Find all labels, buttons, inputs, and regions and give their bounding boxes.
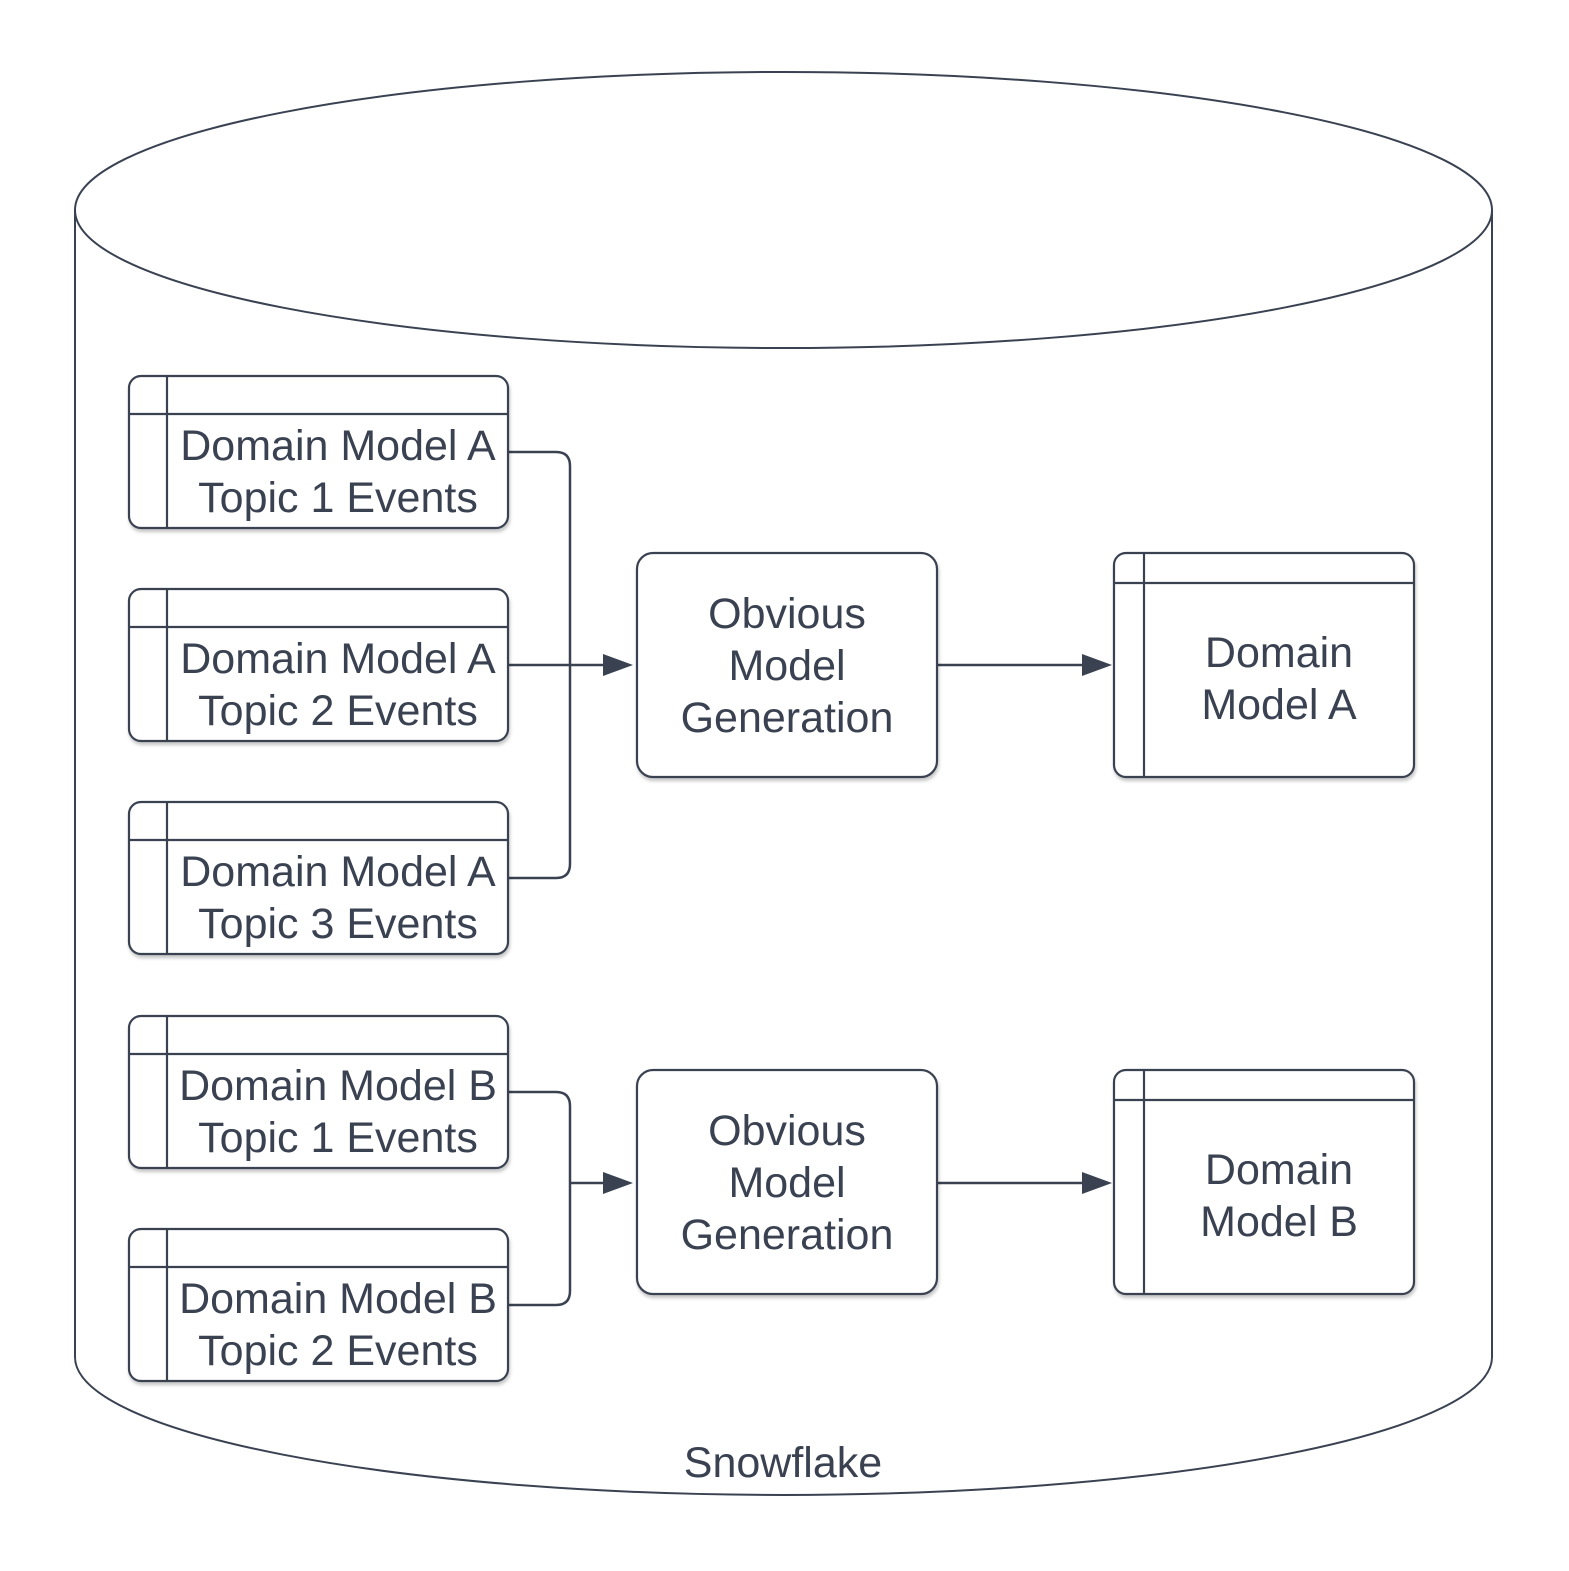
arrowhead-into-model-a <box>1082 654 1112 676</box>
process-box-b: Obvious Model Generation <box>635 1068 939 1296</box>
topic-table-a1-label-line1: Domain Model A <box>180 422 496 470</box>
process-box-b-label-line3: Generation <box>681 1211 894 1259</box>
output-table-model-b-label-line2: Model B <box>1200 1198 1358 1246</box>
topic-table-a3-label-line2: Topic 3 Events <box>198 900 478 948</box>
process-box-a-label-line1: Obvious <box>708 590 866 638</box>
topic-table-a2-label-line2: Topic 2 Events <box>198 687 478 735</box>
topic-table-b1-label-line2: Topic 1 Events <box>198 1114 478 1162</box>
topic-table-a1: Domain Model A Topic 1 Events <box>127 374 510 530</box>
topic-table-b2-label-line1: Domain Model B <box>179 1275 497 1323</box>
topic-table-a3-label-line1: Domain Model A <box>180 848 496 896</box>
connector-b-topic2 <box>508 1183 572 1307</box>
process-box-a-rect <box>635 551 939 779</box>
process-box-a: Obvious Model Generation <box>635 551 939 779</box>
connectors-group-b <box>508 1090 1112 1307</box>
output-table-model-a: Domain Model A <box>1112 551 1416 779</box>
output-table-model-a-label-line1: Domain <box>1205 629 1353 677</box>
connectors-group-a <box>508 450 1112 880</box>
connector-a-topic1 <box>508 450 572 665</box>
process-box-b-rect <box>635 1068 939 1296</box>
output-table-model-b-box <box>1112 1068 1416 1296</box>
topic-table-b2-label-line2: Topic 2 Events <box>198 1327 478 1375</box>
arrowhead-into-process-a <box>603 654 633 676</box>
output-table-model-b: Domain Model B <box>1112 1068 1416 1296</box>
topic-table-b1: Domain Model B Topic 1 Events <box>127 1014 510 1170</box>
process-box-a-label-line2: Model <box>728 642 845 690</box>
connector-a-topic3 <box>508 665 572 880</box>
process-box-b-label-line1: Obvious <box>708 1107 866 1155</box>
cylinder-top-ellipse <box>74 71 1493 349</box>
process-box-b-label-line2: Model <box>728 1159 845 1207</box>
topic-table-a2: Domain Model A Topic 2 Events <box>127 587 510 743</box>
topic-table-b2: Domain Model B Topic 2 Events <box>127 1227 510 1383</box>
topic-table-b1-label-line1: Domain Model B <box>179 1062 497 1110</box>
topic-table-a2-label-line1: Domain Model A <box>180 635 496 683</box>
topic-table-a3: Domain Model A Topic 3 Events <box>127 800 510 956</box>
output-table-model-b-label-line1: Domain <box>1205 1146 1353 1194</box>
output-table-model-a-box <box>1112 551 1416 779</box>
topic-table-a1-label-line2: Topic 1 Events <box>198 474 478 522</box>
connector-b-topic1 <box>508 1090 572 1183</box>
process-box-a-label-line3: Generation <box>681 694 894 742</box>
cylinder-label: Snowflake <box>684 1439 882 1487</box>
arrowhead-into-model-b <box>1082 1172 1112 1194</box>
arrowhead-into-process-b <box>603 1172 633 1194</box>
output-table-model-a-label-line2: Model A <box>1201 681 1357 729</box>
